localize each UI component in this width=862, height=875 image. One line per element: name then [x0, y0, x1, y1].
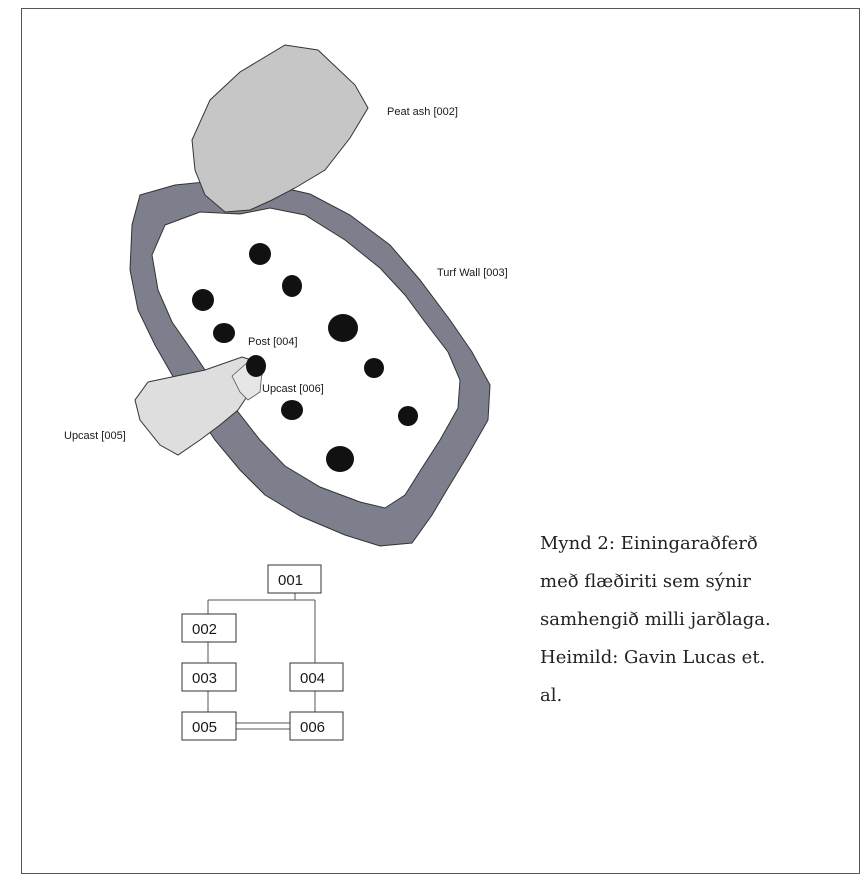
caption-line: samhengið milli jarðlaga. [540, 609, 771, 630]
post-hole [213, 323, 235, 343]
post-hole [249, 243, 271, 265]
house-interior [151, 207, 461, 509]
post-hole [282, 275, 302, 297]
caption-line: Mynd 2: Einingaraðferð [540, 533, 758, 554]
svg-text:002: 002 [192, 621, 217, 638]
svg-text:001: 001 [278, 572, 303, 589]
figure-caption: Mynd 2: Einingaraðferð með flæðiriti sem… [540, 525, 860, 715]
post-hole [398, 406, 418, 426]
caption-line: Heimild: Gavin Lucas et. [540, 647, 766, 668]
post-hole [192, 289, 214, 311]
peat-ash-label: Peat ash [002] [387, 106, 458, 118]
flow-box-001: 001 [267, 564, 322, 594]
svg-text:004: 004 [300, 670, 325, 687]
post-hole [326, 446, 354, 472]
turf-wall-label: Turf Wall [003] [437, 267, 508, 279]
upcast-005-label: Upcast [005] [64, 430, 126, 442]
post-hole [364, 358, 384, 378]
flow-connectors [207, 593, 316, 730]
flow-box-006: 006 [289, 711, 344, 741]
post-hole [281, 400, 303, 420]
svg-text:003: 003 [192, 670, 217, 687]
flow-box-005: 005 [181, 711, 237, 741]
flow-box-003: 003 [181, 662, 237, 692]
post-hole [328, 314, 358, 342]
flow-box-004: 004 [289, 662, 344, 692]
peat-ash-shape [191, 44, 369, 213]
svg-text:006: 006 [300, 719, 325, 736]
caption-line: al. [540, 685, 563, 706]
post-hole [246, 355, 266, 377]
upcast-006-label: Upcast [006] [262, 383, 324, 395]
upcast-005-shape [134, 356, 263, 456]
caption-line: með flæðiriti sem sýnir [540, 571, 751, 592]
flow-box-002: 002 [181, 613, 237, 643]
post-holes [192, 243, 418, 472]
post-label: Post [004] [248, 336, 298, 348]
svg-text:005: 005 [192, 719, 217, 736]
